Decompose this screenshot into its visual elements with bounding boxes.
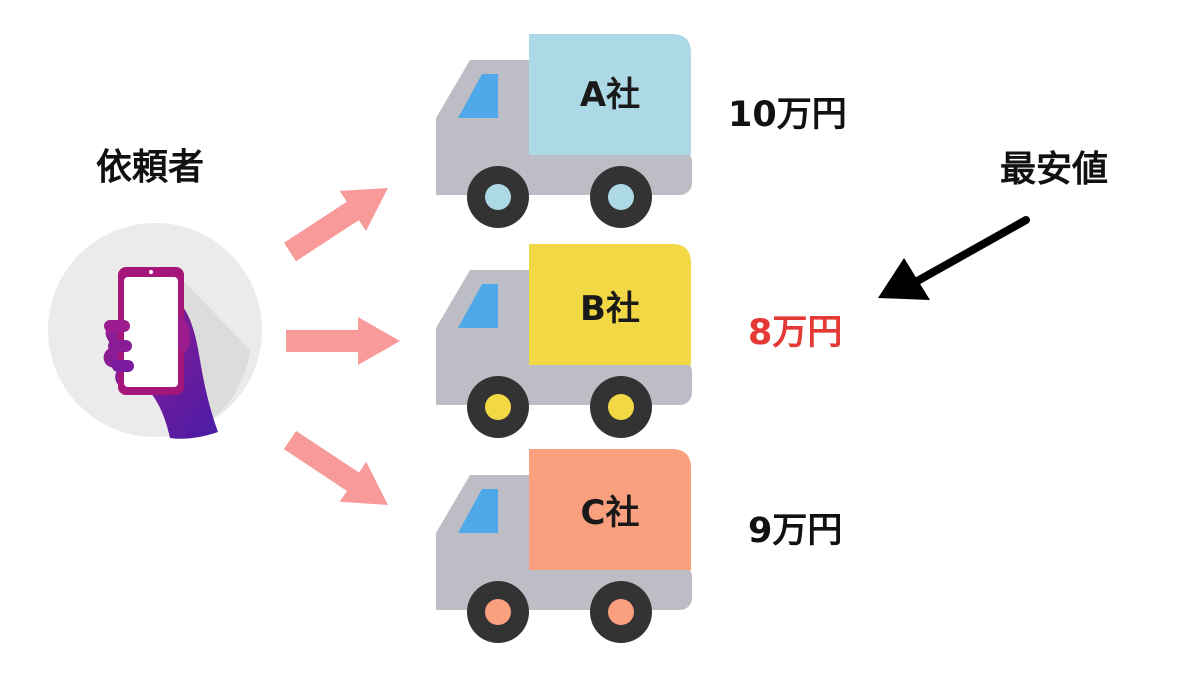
truck-hub-2 <box>608 599 634 625</box>
company-c-label: C社 <box>580 493 640 533</box>
truck-hub-2 <box>608 394 634 420</box>
arrow-to-b <box>286 317 400 365</box>
company-trucks <box>436 34 692 643</box>
company-b-label: B社 <box>580 289 640 329</box>
truck-cargo <box>529 449 691 570</box>
truck-hub-1 <box>485 184 511 210</box>
truck-hub-1 <box>485 599 511 625</box>
truck-a <box>436 34 692 228</box>
company-a-price: 10万円 <box>728 95 847 135</box>
finger-2 <box>108 340 132 352</box>
truck-b <box>436 244 692 438</box>
phone-screen <box>124 277 178 387</box>
truck-hub-2 <box>608 184 634 210</box>
requester-label: 依頼者 <box>96 147 205 188</box>
finger-1 <box>104 320 130 332</box>
request-arrows <box>283 188 400 506</box>
truck-c <box>436 449 692 643</box>
thumb <box>178 316 191 352</box>
truck-hub-1 <box>485 394 511 420</box>
cheapest-pointer-arrow <box>878 216 1030 300</box>
truck-cargo <box>529 34 691 155</box>
truck-window <box>458 489 498 533</box>
truck-cargo <box>529 244 691 365</box>
finger-3 <box>112 360 134 372</box>
company-b-price: 8万円 <box>748 313 843 353</box>
phone-camera <box>149 270 153 274</box>
truck-window <box>458 284 498 328</box>
truck-window <box>458 74 498 118</box>
company-a-label: A社 <box>579 75 641 115</box>
arrow-to-c <box>283 430 389 506</box>
cheapest-label: 最安値 <box>1000 149 1109 190</box>
smartphone-in-hand-icon <box>48 223 262 439</box>
company-c-price: 9万円 <box>748 511 843 551</box>
arrow-to-a <box>283 188 388 262</box>
